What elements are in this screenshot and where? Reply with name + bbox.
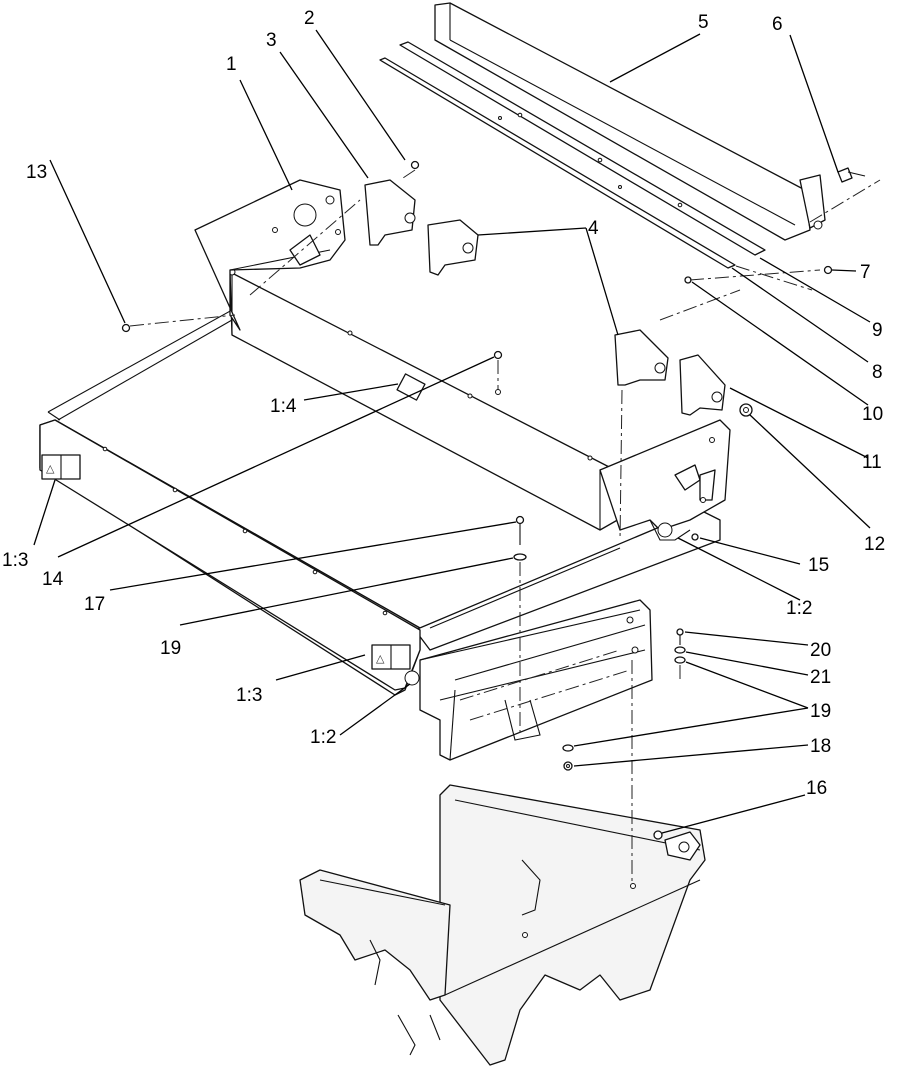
callout-labels: 1 2 3 4 5 6 7 8 9 10 11 12 13 14 15 16 1… (2, 8, 885, 799)
callout-11: 11 (862, 452, 882, 473)
callout-7: 7 (860, 262, 871, 283)
callout-10: 10 (862, 404, 883, 425)
tractor-frame (299, 784, 706, 1066)
callout-6: 6 (772, 14, 783, 35)
callout-9: 9 (872, 320, 883, 341)
callout-1-4: 1:4 (270, 396, 297, 417)
mounting-bracket (419, 599, 653, 761)
callout-17: 17 (84, 594, 105, 615)
callout-1-3-rear: 1:3 (236, 685, 262, 706)
strip-assembly (379, 2, 881, 291)
callout-16: 16 (806, 778, 827, 799)
callout-19-left: 19 (160, 638, 181, 659)
warning-decal-front: △ (46, 462, 55, 475)
callout-5: 5 (698, 12, 709, 33)
callout-1-2-right: 1:2 (786, 598, 812, 619)
callout-12: 12 (864, 534, 885, 555)
callout-3: 3 (266, 30, 277, 51)
callout-14: 14 (42, 569, 64, 590)
callout-1-2-left: 1:2 (310, 727, 336, 748)
callout-1-3-front: 1:3 (2, 550, 28, 571)
hardware (121, 314, 699, 885)
callout-21: 21 (810, 667, 831, 688)
callout-8: 8 (872, 362, 883, 383)
callout-20: 20 (810, 640, 831, 661)
callout-19-right: 19 (810, 701, 831, 722)
leader-lines (33, 29, 871, 834)
brackets (249, 160, 753, 541)
callout-1: 1 (226, 54, 237, 75)
callout-2: 2 (304, 8, 315, 29)
callout-13: 13 (26, 162, 47, 183)
main-frame: △ △ (39, 179, 731, 696)
callout-18: 18 (810, 736, 831, 757)
warning-decal-rear: △ (376, 652, 385, 665)
callout-4: 4 (588, 218, 599, 239)
callout-15: 15 (808, 555, 829, 576)
